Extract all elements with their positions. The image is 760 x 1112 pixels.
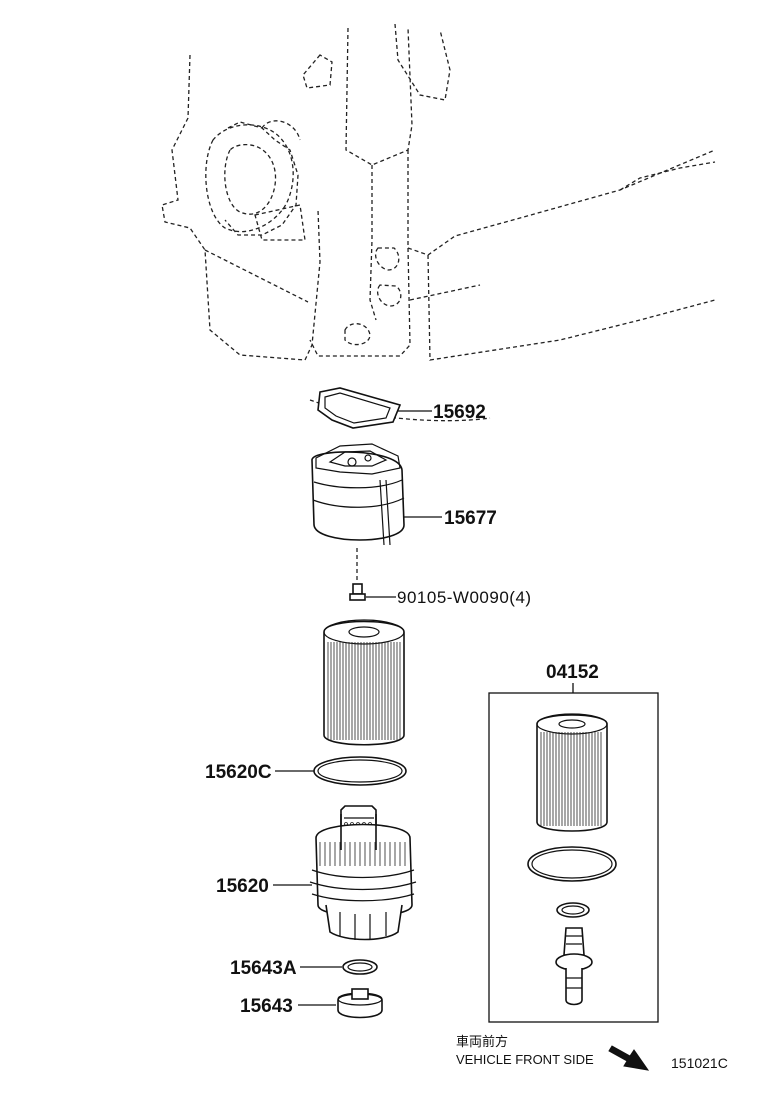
part-label-15692[interactable]: 15692	[433, 402, 486, 423]
part-label-15643A[interactable]: 15643A	[230, 958, 297, 979]
vehicle-front-arrow-icon	[608, 1045, 650, 1071]
oring-15620C[interactable]	[313, 756, 407, 786]
filter-cap-assy-15620[interactable]	[309, 805, 417, 941]
vehicle-front-label-en: VEHICLE FRONT SIDE	[456, 1052, 594, 1067]
vehicle-front-label-jp: 車両前方	[456, 1034, 508, 1049]
kit-oring-small[interactable]	[556, 902, 590, 918]
kit-box-04152	[488, 692, 659, 1023]
filter-housing-cap-15677[interactable]	[311, 443, 405, 546]
kit-oring-large-inner	[531, 849, 613, 879]
part-label-bolt[interactable]: 90105-W0090(4)	[397, 588, 532, 607]
gasket-15643A[interactable]	[342, 959, 378, 975]
oil-filter-element[interactable]	[323, 619, 405, 746]
oring-15620C-inner	[317, 759, 403, 783]
part-label-04152[interactable]: 04152	[546, 662, 599, 683]
part-label-15677[interactable]: 15677	[444, 508, 497, 529]
kit-oring-large[interactable]	[527, 846, 617, 882]
engine-block-outline	[161, 23, 716, 422]
part-label-15643[interactable]: 15643	[240, 996, 293, 1017]
kit-filter-element[interactable]	[536, 713, 608, 832]
bolt-90105-W0090[interactable]	[349, 548, 366, 601]
drain-plug-15643[interactable]	[337, 988, 383, 1019]
kit-oring-small-inner	[561, 905, 585, 915]
diagram-reference-number: 151021C	[671, 1055, 728, 1071]
gasket-15643A-inner	[347, 962, 373, 972]
part-label-15620[interactable]: 15620	[216, 876, 269, 897]
gasket-15692[interactable]	[317, 387, 402, 429]
part-label-15620C[interactable]: 15620C	[205, 762, 272, 783]
kit-drain-fitting[interactable]	[555, 927, 593, 1006]
